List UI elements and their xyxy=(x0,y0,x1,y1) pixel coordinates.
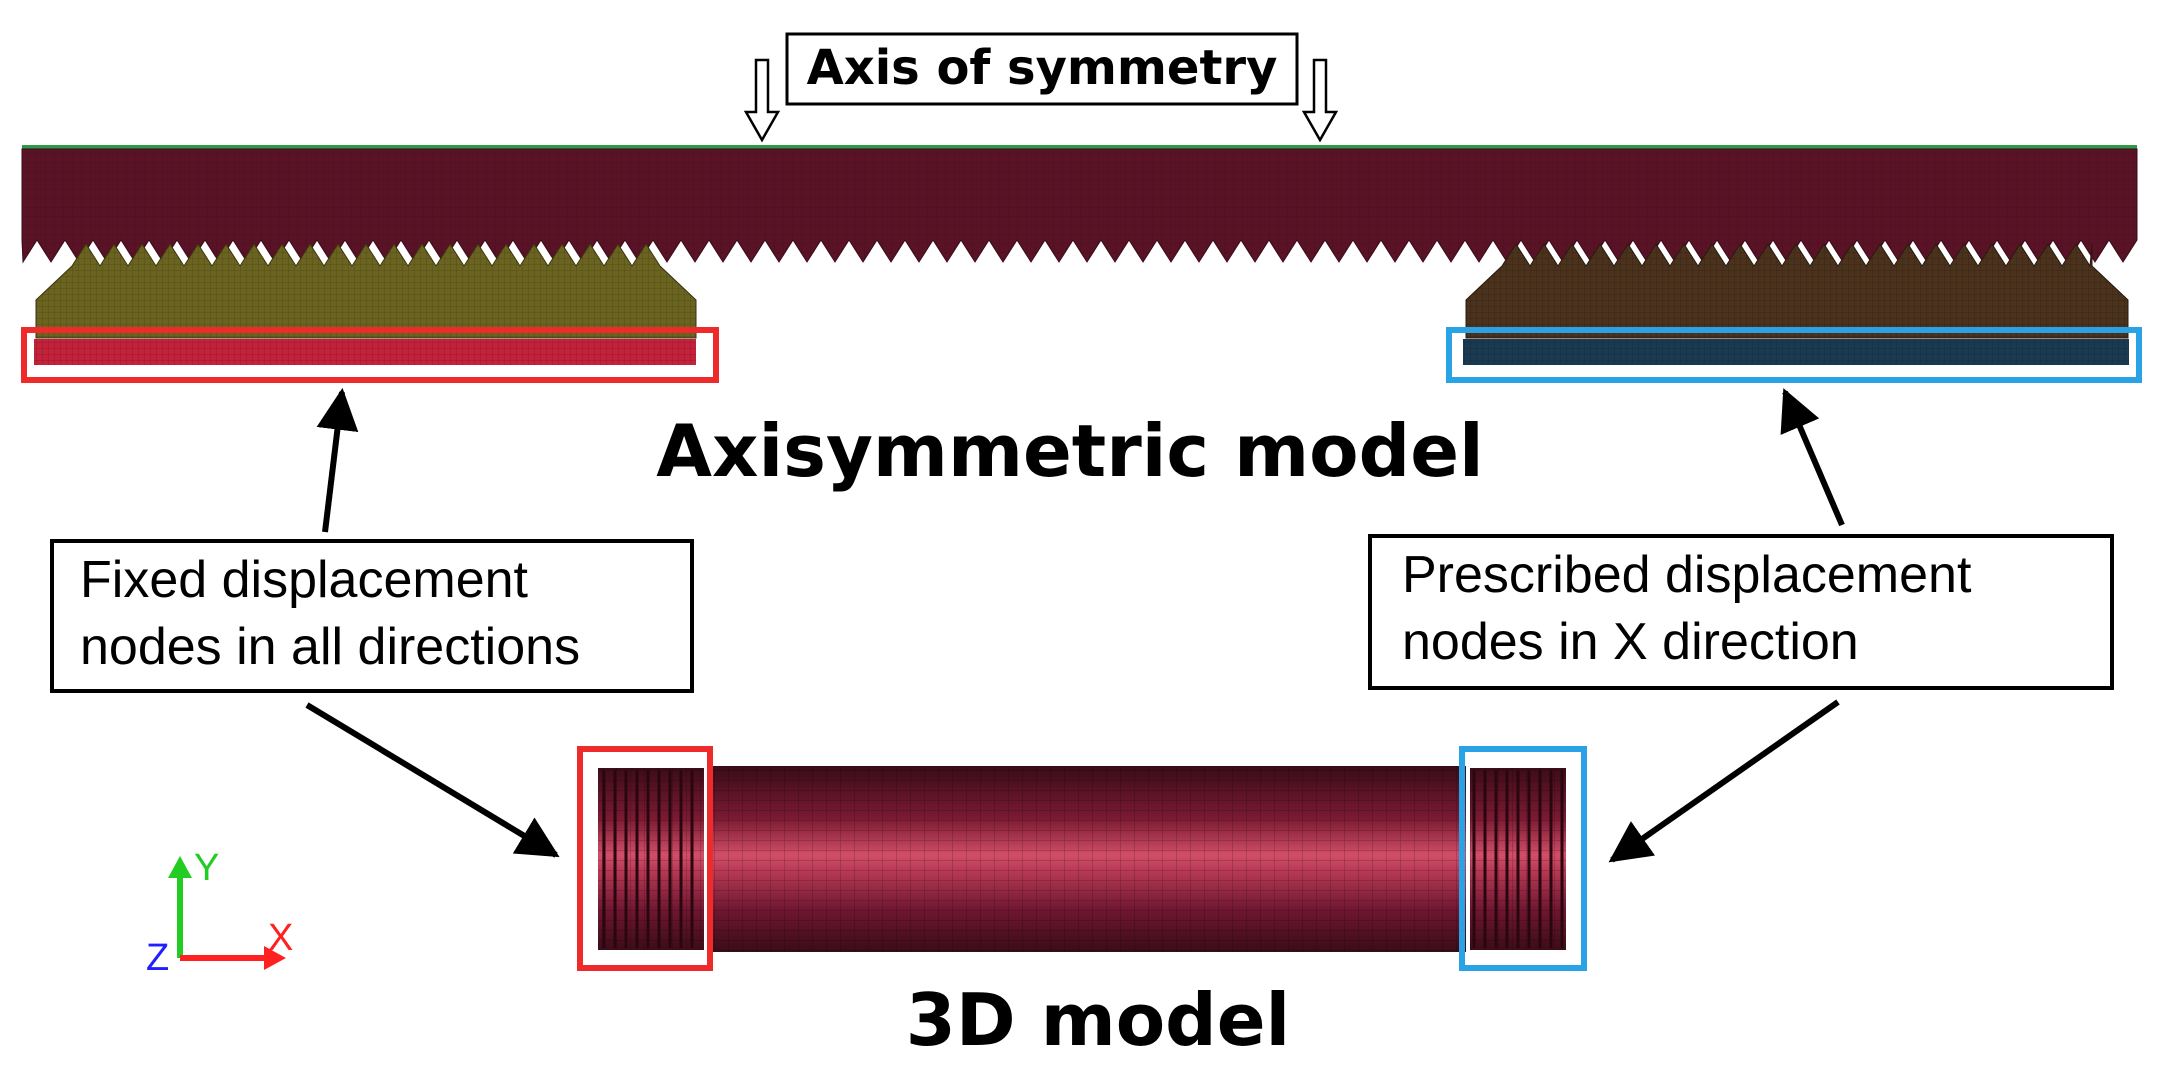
axis-of-symmetry-callout: Axis of symmetry xyxy=(743,32,1339,143)
prescribed-strip-mesh xyxy=(1463,339,2129,365)
tube-mesh xyxy=(595,766,1570,952)
fixed-nodes-3d-box xyxy=(577,746,713,971)
fixed-callout-line1: Fixed displacement xyxy=(80,551,529,609)
prescribed-callout-line2: nodes in X direction xyxy=(1402,613,1859,671)
axisymmetric-model-title: Axisymmetric model xyxy=(656,409,1483,493)
prescribed-callout-box xyxy=(1368,534,2114,690)
right-end-rings xyxy=(1472,770,1564,948)
arrow-prescribed-to-axisym xyxy=(1780,388,1845,527)
triad-z-label: Z xyxy=(146,937,169,979)
prescribed-displacement-callout: Prescribed displacement nodes in X direc… xyxy=(1368,534,2114,690)
fixed-callout-line2: nodes in all directions xyxy=(80,618,580,676)
arrow-fixed-to-axisym xyxy=(316,387,359,533)
down-arrow-icon xyxy=(743,58,781,143)
triad-x-label: X xyxy=(268,917,293,959)
3d-model-title: 3D model xyxy=(906,978,1290,1062)
axis-green-edge xyxy=(22,145,2137,149)
left-lower-block xyxy=(21,243,719,383)
fixed-displacement-callout: Fixed displacement nodes in all directio… xyxy=(50,539,694,693)
leader-arrows xyxy=(305,387,1845,863)
triad-y-label: Y xyxy=(194,847,219,889)
prescribed-callout-line1: Prescribed displacement xyxy=(1402,546,1972,604)
triad-y-arrow xyxy=(168,856,192,878)
down-arrow-icon xyxy=(1301,58,1339,143)
tube-right-end-inner xyxy=(1466,764,1570,954)
3d-model-tube xyxy=(577,746,1587,971)
arrow-prescribed-to-3d xyxy=(1608,699,1840,863)
triad-x-arrow xyxy=(264,946,286,970)
prescribed-nodes-3d-box xyxy=(1459,746,1587,971)
right-lower-block xyxy=(1446,243,2142,383)
axis-label-box xyxy=(785,32,1299,106)
fixed-nodes-highlight-box xyxy=(21,327,719,383)
arrow-fixed-to-3d xyxy=(305,702,560,858)
tube-left-end-inner xyxy=(594,764,708,954)
left-end-rings xyxy=(602,770,694,948)
right-block-mesh xyxy=(1466,244,2128,338)
axis-of-symmetry-label: Axis of symmetry xyxy=(807,40,1278,96)
axisymmetric-upper-part xyxy=(21,145,2138,264)
fixed-strip-mesh xyxy=(34,339,696,365)
coordinate-triad-icon: Y X Z xyxy=(146,847,293,979)
prescribed-nodes-highlight-box xyxy=(1446,327,2142,383)
fixed-callout-box xyxy=(50,539,694,693)
upper-body-mesh xyxy=(22,149,2137,262)
left-block-mesh xyxy=(36,244,696,338)
